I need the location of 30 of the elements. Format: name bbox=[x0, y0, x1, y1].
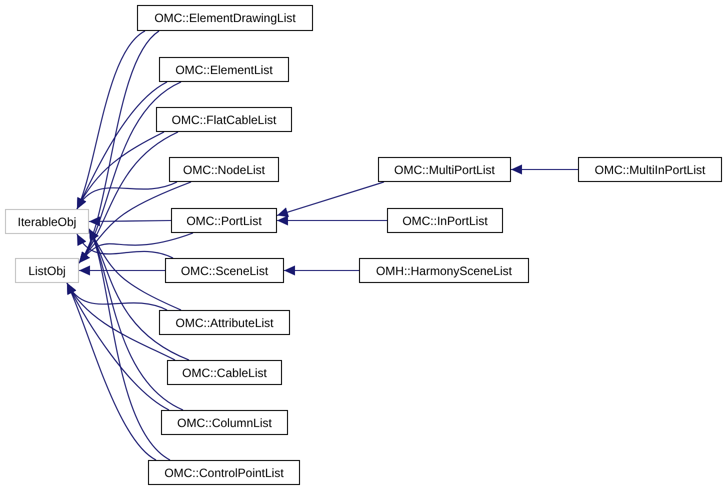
class-box: ListObj bbox=[15, 258, 79, 283]
class-box: OMC::NodeList bbox=[169, 157, 279, 182]
inheritance-arrow bbox=[78, 82, 182, 264]
inheritance-arrow bbox=[284, 266, 359, 276]
class-box: OMC::SceneList bbox=[165, 258, 284, 283]
class-box: OMH::HarmonySceneList bbox=[359, 258, 529, 283]
class-box: OMC::MultiInPortList bbox=[578, 157, 722, 182]
class-box: IterableObj bbox=[5, 209, 89, 234]
class-box: OMC::ColumnList bbox=[161, 410, 288, 435]
class-box: OMC::ElementDrawingList bbox=[137, 5, 313, 31]
class-box: OMC::InPortList bbox=[387, 208, 503, 233]
inheritance-arrow bbox=[66, 282, 156, 460]
class-box: OMC::AttributeList bbox=[159, 310, 290, 335]
inheritance-arrow bbox=[76, 181, 178, 210]
class-box: OMC::FlatCableList bbox=[156, 107, 292, 132]
class-box: OMC::ControlPointList bbox=[148, 460, 300, 485]
class-box: OMC::ElementList bbox=[159, 57, 289, 82]
inheritance-arrow bbox=[277, 216, 387, 226]
inheritance-arrow bbox=[76, 30, 146, 210]
class-box: OMC::MultiPortList bbox=[378, 157, 511, 182]
inheritance-arrow bbox=[88, 228, 170, 460]
inheritance-arrow bbox=[276, 181, 384, 217]
inheritance-arrow bbox=[78, 232, 194, 264]
inheritance-arrow bbox=[89, 216, 171, 226]
inheritance-arrow bbox=[79, 266, 165, 276]
class-box: OMC::PortList bbox=[171, 208, 277, 233]
inheritance-arrow bbox=[76, 234, 174, 259]
inheritance-arrow bbox=[66, 282, 176, 360]
class-box: OMC::CableList bbox=[167, 360, 282, 385]
inheritance-arrow bbox=[511, 164, 578, 174]
